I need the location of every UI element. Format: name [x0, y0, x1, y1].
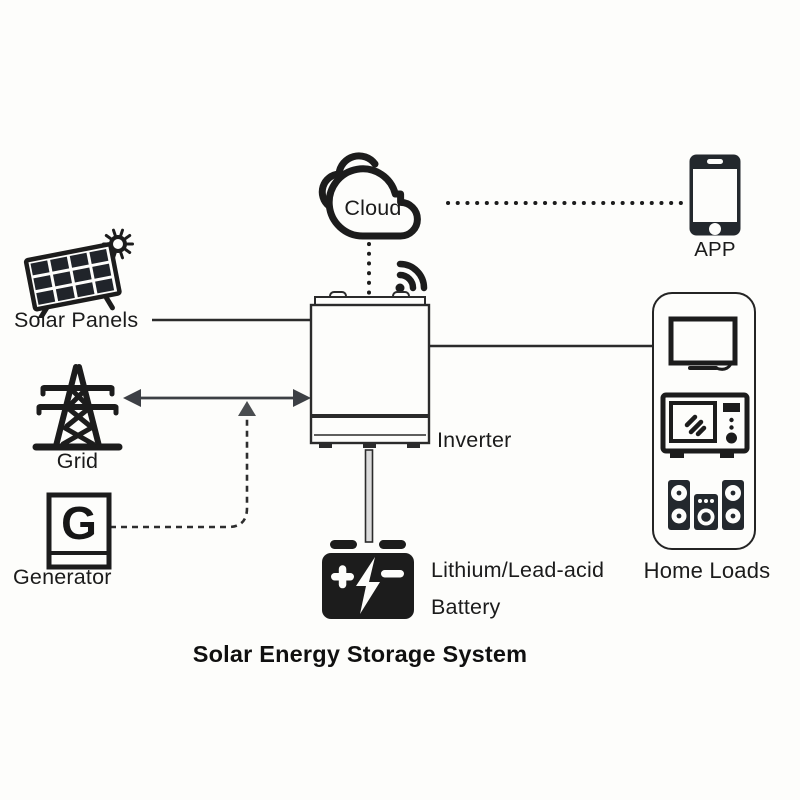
- app-label: APP: [694, 238, 736, 261]
- solar-panels-label: Solar Panels: [14, 308, 139, 332]
- generator-icon: [46, 492, 112, 570]
- connector-generator-grid: [110, 401, 256, 529]
- microwave-icon: [660, 392, 750, 458]
- inverter-label: Inverter: [437, 428, 512, 452]
- tv-icon: [668, 316, 738, 371]
- battery-label-line1: Lithium/Lead-acid: [431, 558, 605, 582]
- battery-label-line2: Battery: [431, 595, 501, 619]
- solar-panel-icon: [23, 228, 134, 318]
- wifi-icon: [395, 260, 428, 293]
- battery-icon: [322, 540, 414, 619]
- cloud-icon: [318, 152, 421, 240]
- smartphone-icon: [689, 154, 741, 236]
- grid-tower-icon: [32, 364, 123, 451]
- connector-inverter-battery: [364, 449, 374, 543]
- inverter-icon: [309, 291, 431, 448]
- generator-label: Generator: [13, 565, 112, 589]
- diagram-title: Solar Energy Storage System: [192, 641, 528, 667]
- connector-grid-inverter: [123, 389, 311, 407]
- home-loads-label: Home Loads: [643, 558, 771, 583]
- speakers-icon: [668, 480, 744, 530]
- generator-letter: G: [61, 497, 97, 549]
- cloud-label: Cloud: [344, 196, 402, 220]
- grid-label: Grid: [56, 449, 99, 473]
